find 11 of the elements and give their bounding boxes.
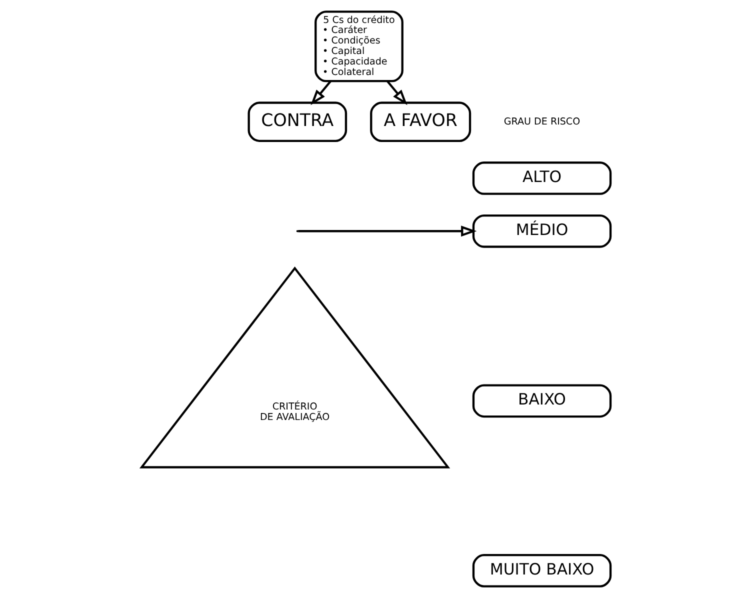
node-box: ALTO xyxy=(472,162,612,195)
node-box: 5 Cs do crédito • Caráter • Condições • Capital • Capacidade • Colateral xyxy=(314,10,404,82)
node-box: BAIXO xyxy=(472,384,612,418)
node-box: MÉDIO xyxy=(472,214,612,248)
arrow xyxy=(310,80,332,106)
node-box: CONTRA xyxy=(248,102,348,142)
label: GRAU DE RISCO xyxy=(504,116,580,128)
node-box: A FAVOR xyxy=(370,102,472,142)
node-box: MUITO BAIXO xyxy=(472,554,612,588)
arrow xyxy=(298,226,477,237)
arrow xyxy=(386,80,408,106)
